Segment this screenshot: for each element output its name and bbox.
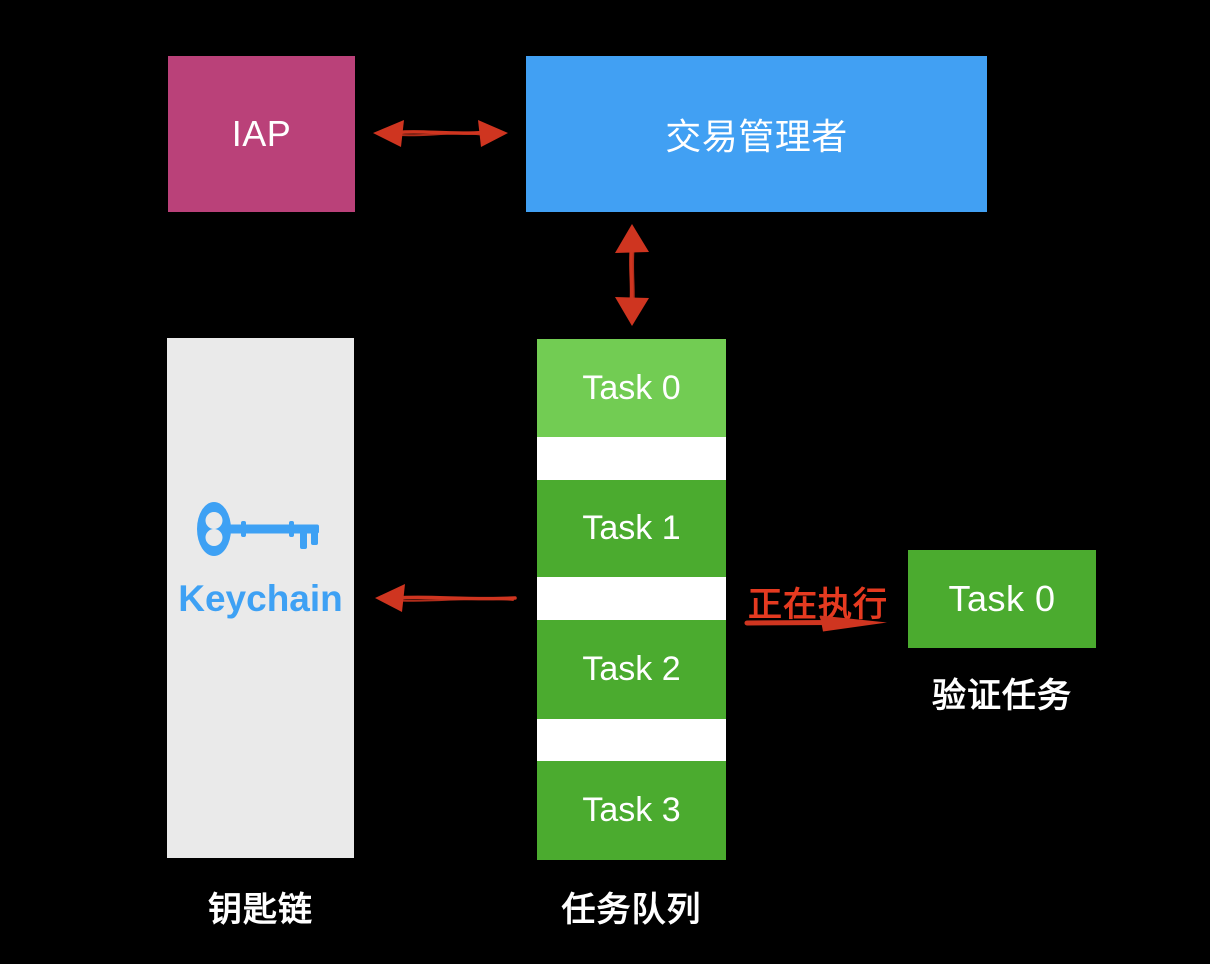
task-0-label: Task 0 [582,368,681,407]
task-item-0: Task 0 [537,339,726,437]
queue-keychain-arrow [375,584,517,612]
task-1-label: Task 1 [582,509,681,547]
iap-label: IAP [231,113,292,154]
task-3-label: Task 3 [582,791,681,829]
queue-verify-arrow [744,615,887,632]
task-item-2: Task 2 [537,620,726,719]
keychain-node: Keychain [167,338,354,858]
transaction-manager-queue-arrow [615,224,649,326]
transaction-manager-node: 交易管理者 [526,56,987,212]
task-item-3: Task 3 [537,761,726,860]
verify-task-node: Task 0 [908,550,1096,648]
verify-task-caption: 验证任务 [932,677,1072,715]
verify-task-label: Task 0 [948,578,1056,619]
iap-transaction-manager-arrow [373,120,508,147]
iap-node: IAP [168,56,355,212]
task-2-label: Task 2 [582,650,681,688]
task-item-1: Task 1 [537,480,726,577]
transaction-manager-label: 交易管理者 [665,116,848,157]
keychain-caption: 钥匙链 [208,891,313,929]
executing-label: 正在执行 [748,586,888,624]
key-icon [197,502,319,556]
task-queue-node: Task 0 Task 1 Task 2 Task 3 [537,339,726,860]
task-queue-caption: 任务队列 [561,891,702,929]
keychain-label: Keychain [178,578,343,619]
